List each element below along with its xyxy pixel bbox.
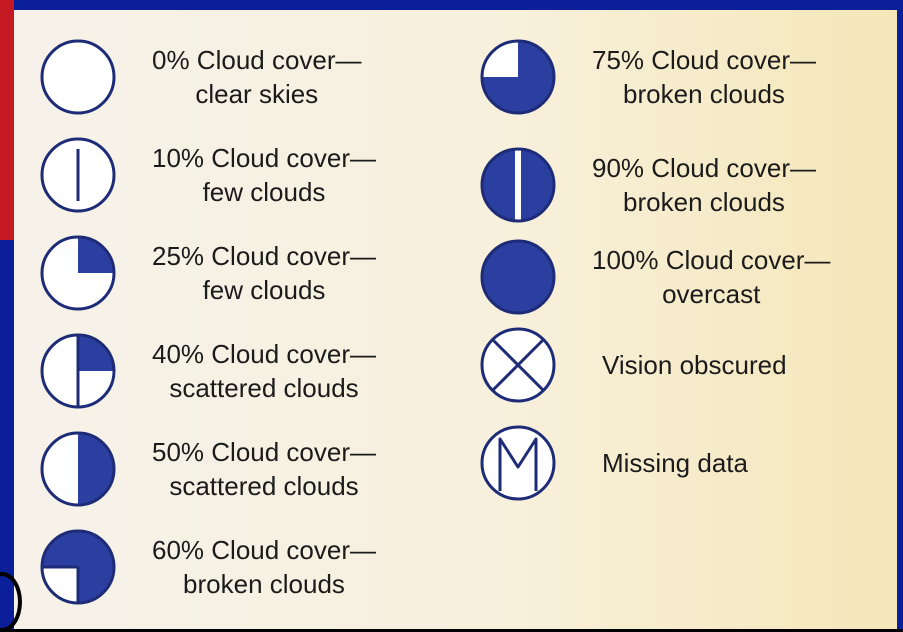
legend-label-obscured: Vision obscured — [602, 348, 787, 382]
legend-label-25: 25% Cloud cover— few clouds — [152, 239, 376, 307]
legend-entry-75: 75% Cloud cover— broken clouds — [478, 37, 816, 117]
legend-entry-60: 60% Cloud cover— broken clouds — [38, 527, 376, 607]
legend-label-line1: 40% Cloud cover— — [152, 339, 376, 369]
legend-label-100: 100% Cloud cover— overcast — [592, 243, 830, 311]
legend-entry-90: 90% Cloud cover— broken clouds — [478, 145, 816, 225]
legend-label-line1: 10% Cloud cover— — [152, 143, 376, 173]
legend-label-line2: broken clouds — [183, 569, 345, 599]
legend-entry-clear: 0% Cloud cover— clear skies — [38, 37, 362, 117]
legend-label-missing: Missing data — [602, 446, 748, 480]
legend-entry-25: 25% Cloud cover— few clouds — [38, 233, 376, 313]
legend-label-clear: 0% Cloud cover— clear skies — [152, 43, 362, 111]
few-25-icon — [40, 235, 116, 311]
broken-60-icon — [40, 529, 116, 605]
legend-entry-obscured: Vision obscured — [478, 325, 787, 405]
legend-label-line2: overcast — [662, 279, 761, 309]
legend-label-line2: broken clouds — [623, 79, 785, 109]
legend-label-line1: Missing data — [602, 448, 748, 478]
legend-label-line2: scattered clouds — [169, 471, 359, 501]
legend-label-10: 10% Cloud cover— few clouds — [152, 141, 376, 209]
legend-label-line1: 100% Cloud cover— — [592, 245, 831, 275]
red-accent-strip — [0, 0, 14, 240]
legend-label-line1: 90% Cloud cover— — [592, 153, 816, 183]
legend-label-line1: 75% Cloud cover— — [592, 45, 816, 75]
legend-label-60: 60% Cloud cover— broken clouds — [152, 533, 376, 601]
legend-label-line2: few clouds — [202, 177, 326, 207]
legend-label-line2: few clouds — [202, 275, 326, 305]
legend-label-line1: 0% Cloud cover— — [152, 45, 362, 75]
legend-label-line1: 50% Cloud cover— — [152, 437, 376, 467]
legend-label-40: 40% Cloud cover— scattered clouds — [152, 337, 376, 405]
overcast-icon — [480, 239, 556, 315]
legend-label-50: 50% Cloud cover— scattered clouds — [152, 435, 376, 503]
legend-entry-10: 10% Cloud cover— few clouds — [38, 135, 376, 215]
legend-label-line1: Vision obscured — [602, 350, 787, 380]
legend-entry-40: 40% Cloud cover— scattered clouds — [38, 331, 376, 411]
broken-75-icon — [480, 39, 556, 115]
scattered-50-icon — [40, 431, 116, 507]
few-10-icon — [40, 137, 116, 213]
scattered-40-icon — [40, 333, 116, 409]
legend-label-line2: scattered clouds — [169, 373, 359, 403]
legend-label-90: 90% Cloud cover— broken clouds — [592, 151, 816, 219]
vision-obscured-icon — [480, 327, 556, 403]
legend-label-line1: 25% Cloud cover— — [152, 241, 376, 271]
broken-90-icon — [480, 147, 556, 223]
legend-entry-missing: Missing data — [478, 423, 748, 503]
legend-entry-100: 100% Cloud cover— overcast — [478, 237, 830, 317]
legend-label-line2: broken clouds — [623, 187, 785, 217]
clear-icon — [40, 39, 116, 115]
legend-label-line2: clear skies — [195, 79, 319, 109]
legend-entry-50: 50% Cloud cover— scattered clouds — [38, 429, 376, 509]
missing-data-icon — [480, 425, 556, 501]
legend-panel — [14, 10, 897, 629]
legend-label-line1: 60% Cloud cover— — [152, 535, 376, 565]
legend-label-75: 75% Cloud cover— broken clouds — [592, 43, 816, 111]
